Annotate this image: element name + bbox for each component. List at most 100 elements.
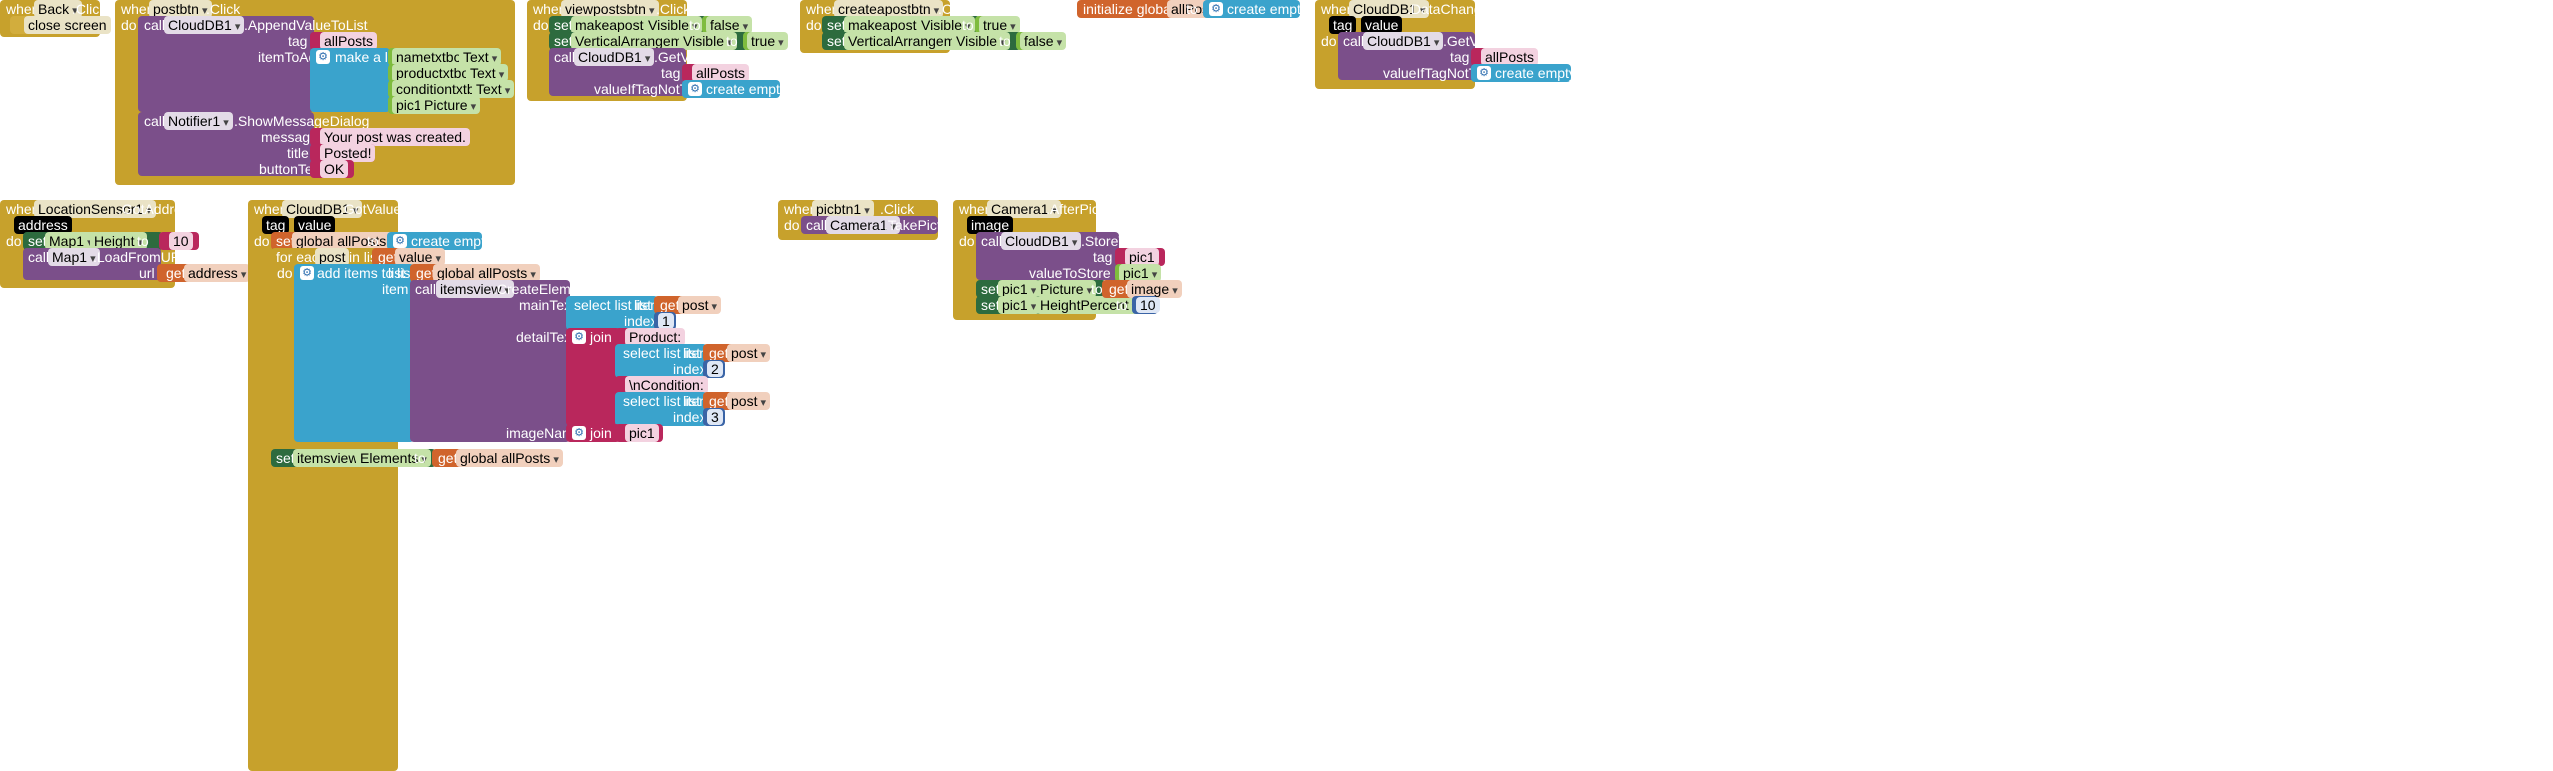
clouddb-dropdown[interactable]: CloudDB1 (1363, 32, 1444, 50)
component-dropdown[interactable]: productxtbox (392, 64, 489, 82)
map-loadfromurl-block[interactable]: call Map1 .LoadFromURL url (23, 248, 189, 281)
tag-text-block[interactable]: allPosts (1471, 48, 1539, 66)
postbtn-click-event-block[interactable]: when postbtn .Click do call CloudDB1 .Ap… (115, 0, 515, 185)
image-param[interactable]: image (967, 216, 1014, 234)
variable-dropdown[interactable]: post (678, 296, 722, 314)
text-block[interactable]: allPosts (310, 32, 378, 50)
property-dropdown[interactable]: Elements (356, 449, 431, 467)
variable-dropdown[interactable]: global allPosts (456, 449, 563, 467)
tag-text[interactable]: allPosts (320, 32, 378, 50)
true-block[interactable]: true (743, 32, 788, 50)
get-global-allposts-block[interactable]: get global allPosts (410, 264, 540, 282)
gotaddress-event-block[interactable]: when LocationSensor1 .GotAddress address… (0, 200, 251, 288)
value-param[interactable]: value (1361, 16, 1403, 34)
clouddb-dropdown[interactable]: CloudDB1 (164, 16, 245, 34)
set-verticalarrangement-visible[interactable]: set VerticalArrangement1 Visible to (822, 32, 1021, 50)
get-value-block[interactable]: get value (372, 248, 446, 266)
select-list-item-block[interactable]: select list item list index (566, 296, 662, 330)
component-dropdown[interactable]: Back (34, 0, 82, 18)
notifier-dropdown[interactable]: Notifier1 (164, 112, 233, 130)
component-dropdown[interactable]: pic1 (1119, 264, 1162, 282)
product-text-block[interactable]: Product: (615, 328, 686, 346)
createapostbtn-click-event-block[interactable]: when createapostbtn .Click do set makeap… (800, 0, 1067, 53)
address-param[interactable]: address (14, 216, 72, 234)
variable-dropdown[interactable]: global allPosts (292, 232, 399, 250)
itemsview-dropdown[interactable]: itemsview (436, 280, 515, 298)
component-dropdown[interactable]: LocationSensor1 (34, 200, 156, 218)
property-dropdown[interactable]: Visible (679, 32, 737, 50)
gear-icon[interactable]: ⚙ (572, 330, 586, 344)
set-pic1-picture-block[interactable]: set pic1 Picture to (976, 280, 1106, 298)
property-dropdown[interactable]: Visible (644, 16, 702, 34)
tag-text[interactable]: allPosts (1481, 48, 1539, 66)
set-global-allposts-block[interactable]: set global allPosts to (271, 232, 399, 250)
get-post-block[interactable]: get post (703, 344, 771, 362)
component-dropdown[interactable]: postbtn (149, 0, 212, 18)
variable-dropdown[interactable]: post (727, 392, 771, 410)
clouddb-datachanged-event-block[interactable]: when CloudDB1 .DataChanged tag value do … (1315, 0, 1597, 89)
create-empty-list-block[interactable]: ⚙ create empty list (1203, 0, 1329, 18)
pic1-dropdown[interactable]: pic1 (998, 280, 1041, 298)
tag-text-block[interactable]: allPosts (682, 64, 750, 82)
back-click-event-block[interactable]: when Back .Click close screen (0, 0, 111, 37)
gear-icon[interactable]: ⚙ (572, 426, 586, 440)
camera-dropdown[interactable]: Camera1 (826, 216, 901, 234)
property-dropdown[interactable]: Text (459, 48, 502, 66)
getter-nametxtbox[interactable]: nametxtbox Text (388, 48, 502, 66)
false-block[interactable]: false (702, 16, 753, 34)
gear-icon[interactable]: ⚙ (688, 82, 702, 96)
variable-dropdown[interactable]: post (727, 344, 771, 362)
condition-text[interactable]: \nCondition: (625, 376, 708, 394)
component-dropdown[interactable]: CloudDB1 (1349, 0, 1430, 18)
number-block[interactable]: 1 (654, 312, 676, 330)
number-block[interactable]: 10 (1132, 296, 1160, 314)
pic1-text[interactable]: pic1 (625, 424, 659, 442)
tag-text[interactable]: pic1 (1125, 248, 1159, 266)
clouddb-dropdown[interactable]: CloudDB1 (1001, 232, 1082, 250)
value-param[interactable]: value (294, 216, 336, 234)
join-block[interactable]: ⚙ join (566, 424, 620, 442)
message-text[interactable]: Your post was created. (320, 128, 470, 146)
itemsview-dropdown[interactable]: itemsview (293, 449, 372, 467)
create-empty-list-block[interactable]: ⚙ create empty list (1471, 64, 1597, 82)
title-text[interactable]: Posted! (320, 144, 376, 162)
set-itemsview-elements-block[interactable]: set itemsview Elements to (271, 449, 436, 467)
height-text-block[interactable]: 10 (159, 232, 199, 250)
show-message-dialog-block[interactable]: call Notifier1 .ShowMessageDialog messag… (138, 112, 369, 177)
close-screen-block[interactable]: close screen (10, 16, 111, 34)
gear-icon[interactable]: ⚙ (316, 50, 330, 64)
number-block[interactable]: 3 (703, 408, 725, 426)
camera-takepicture-block[interactable]: call Camera1 .TakePicture (801, 216, 961, 234)
get-image-block[interactable]: get image (1102, 280, 1182, 298)
clouddb-getvalue-block[interactable]: call CloudDB1 .GetValue tag valueIfTagNo… (1338, 32, 1505, 81)
property-dropdown[interactable]: Height (90, 232, 148, 250)
select-list-item-block[interactable]: select list item list index (615, 344, 711, 378)
button-text-block[interactable]: OK (310, 160, 354, 178)
get-post-block[interactable]: get post (654, 296, 722, 314)
property-dropdown[interactable]: Visible (917, 16, 975, 34)
make-a-list-block[interactable]: ⚙ make a list (310, 48, 402, 112)
create-empty-list-block[interactable]: ⚙ create empty list (682, 80, 808, 98)
tag-text-block[interactable]: pic1 (1115, 248, 1165, 266)
property-dropdown[interactable]: Picture (420, 96, 481, 114)
tag-param[interactable]: tag (262, 216, 290, 234)
set-pic1-heightpercent-block[interactable]: set pic1 HeightPercent to (976, 296, 1142, 314)
index-value[interactable]: 2 (707, 361, 723, 377)
tag-text[interactable]: allPosts (692, 64, 750, 82)
boolean-dropdown[interactable]: false (706, 16, 753, 34)
property-dropdown[interactable]: Text (472, 80, 515, 98)
true-block[interactable]: true (975, 16, 1020, 34)
index-value[interactable]: 3 (707, 409, 723, 425)
getter-productxtbox[interactable]: productxtbox Text (388, 64, 509, 82)
title-text-block[interactable]: Posted! (310, 144, 376, 162)
map-dropdown[interactable]: Map1 (48, 248, 100, 266)
component-dropdown[interactable]: viewpostsbtn (561, 0, 659, 18)
loop-variable-field[interactable]: post (315, 248, 350, 266)
gear-icon[interactable]: ⚙ (393, 234, 407, 248)
add-items-to-list-block[interactable]: ⚙ add items to list list item (294, 264, 414, 442)
message-text-block[interactable]: Your post was created. (310, 128, 470, 146)
set-verticalarrangement-visible[interactable]: set VerticalArrangement1 Visible to (549, 32, 748, 50)
component-dropdown[interactable]: createapostbtn (834, 0, 944, 18)
property-dropdown[interactable]: Picture (1036, 280, 1097, 298)
